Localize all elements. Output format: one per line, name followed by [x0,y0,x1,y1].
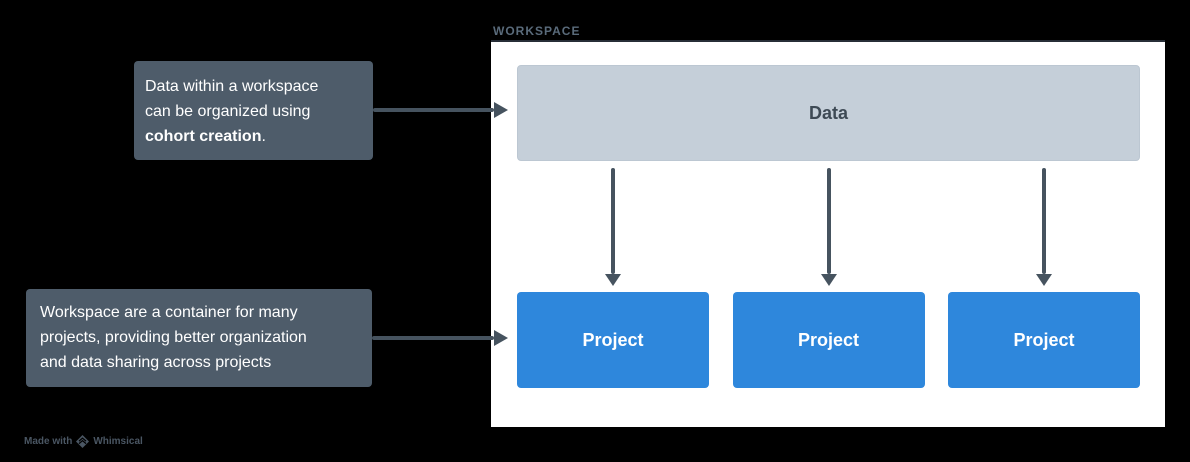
workspace-container-label: WORKSPACE [493,24,581,38]
projects-row: Project Project Project [517,292,1140,388]
callout-workspace-container: Workspace are a container for many proje… [26,289,372,387]
project-node-2: Project [732,292,925,388]
project-node-1-label: Project [582,329,644,350]
data-node-label: Data [808,102,848,123]
watermark: Made with Whimsical [24,435,143,448]
arrowhead-container-callout-to-workspace [494,330,508,346]
project-node-3: Project [948,292,1140,388]
arrowhead-data-to-project-2 [821,274,837,286]
arrowhead-data-to-project-1 [605,274,621,286]
project-node-3-label: Project [1013,329,1075,350]
callout-container-line3: and data sharing across projects [40,354,272,371]
arrow-container-callout-to-workspace [372,336,494,340]
watermark-brand: Whimsical [93,436,143,447]
arrow-data-to-project-3 [1042,168,1046,274]
callout-cohort-line3: cohort creation. [145,124,365,149]
project-node-1: Project [517,292,709,388]
callout-cohort-bold-text: cohort creation [145,128,262,145]
arrowhead-cohort-callout-to-workspace [494,102,508,118]
arrow-cohort-callout-to-workspace [373,108,494,112]
data-node: Data [517,65,1140,161]
arrowhead-data-to-project-3 [1036,274,1052,286]
callout-cohort-line2: can be organized using [145,103,311,120]
callout-container-line2: projects, providing better organization [40,329,307,346]
callout-container-line1: Workspace are a container for many [40,304,298,321]
callout-cohort-period: . [261,128,266,145]
whimsical-diamond-logo-icon [76,435,90,448]
arrow-data-to-project-1 [611,168,615,274]
callout-cohort-creation: Data within a workspace can be organized… [134,61,373,160]
project-node-2-label: Project [797,329,860,350]
watermark-prefix: Made with [24,436,73,447]
callout-cohort-line1: Data within a workspace [145,78,319,95]
arrow-data-to-project-2 [827,168,831,274]
